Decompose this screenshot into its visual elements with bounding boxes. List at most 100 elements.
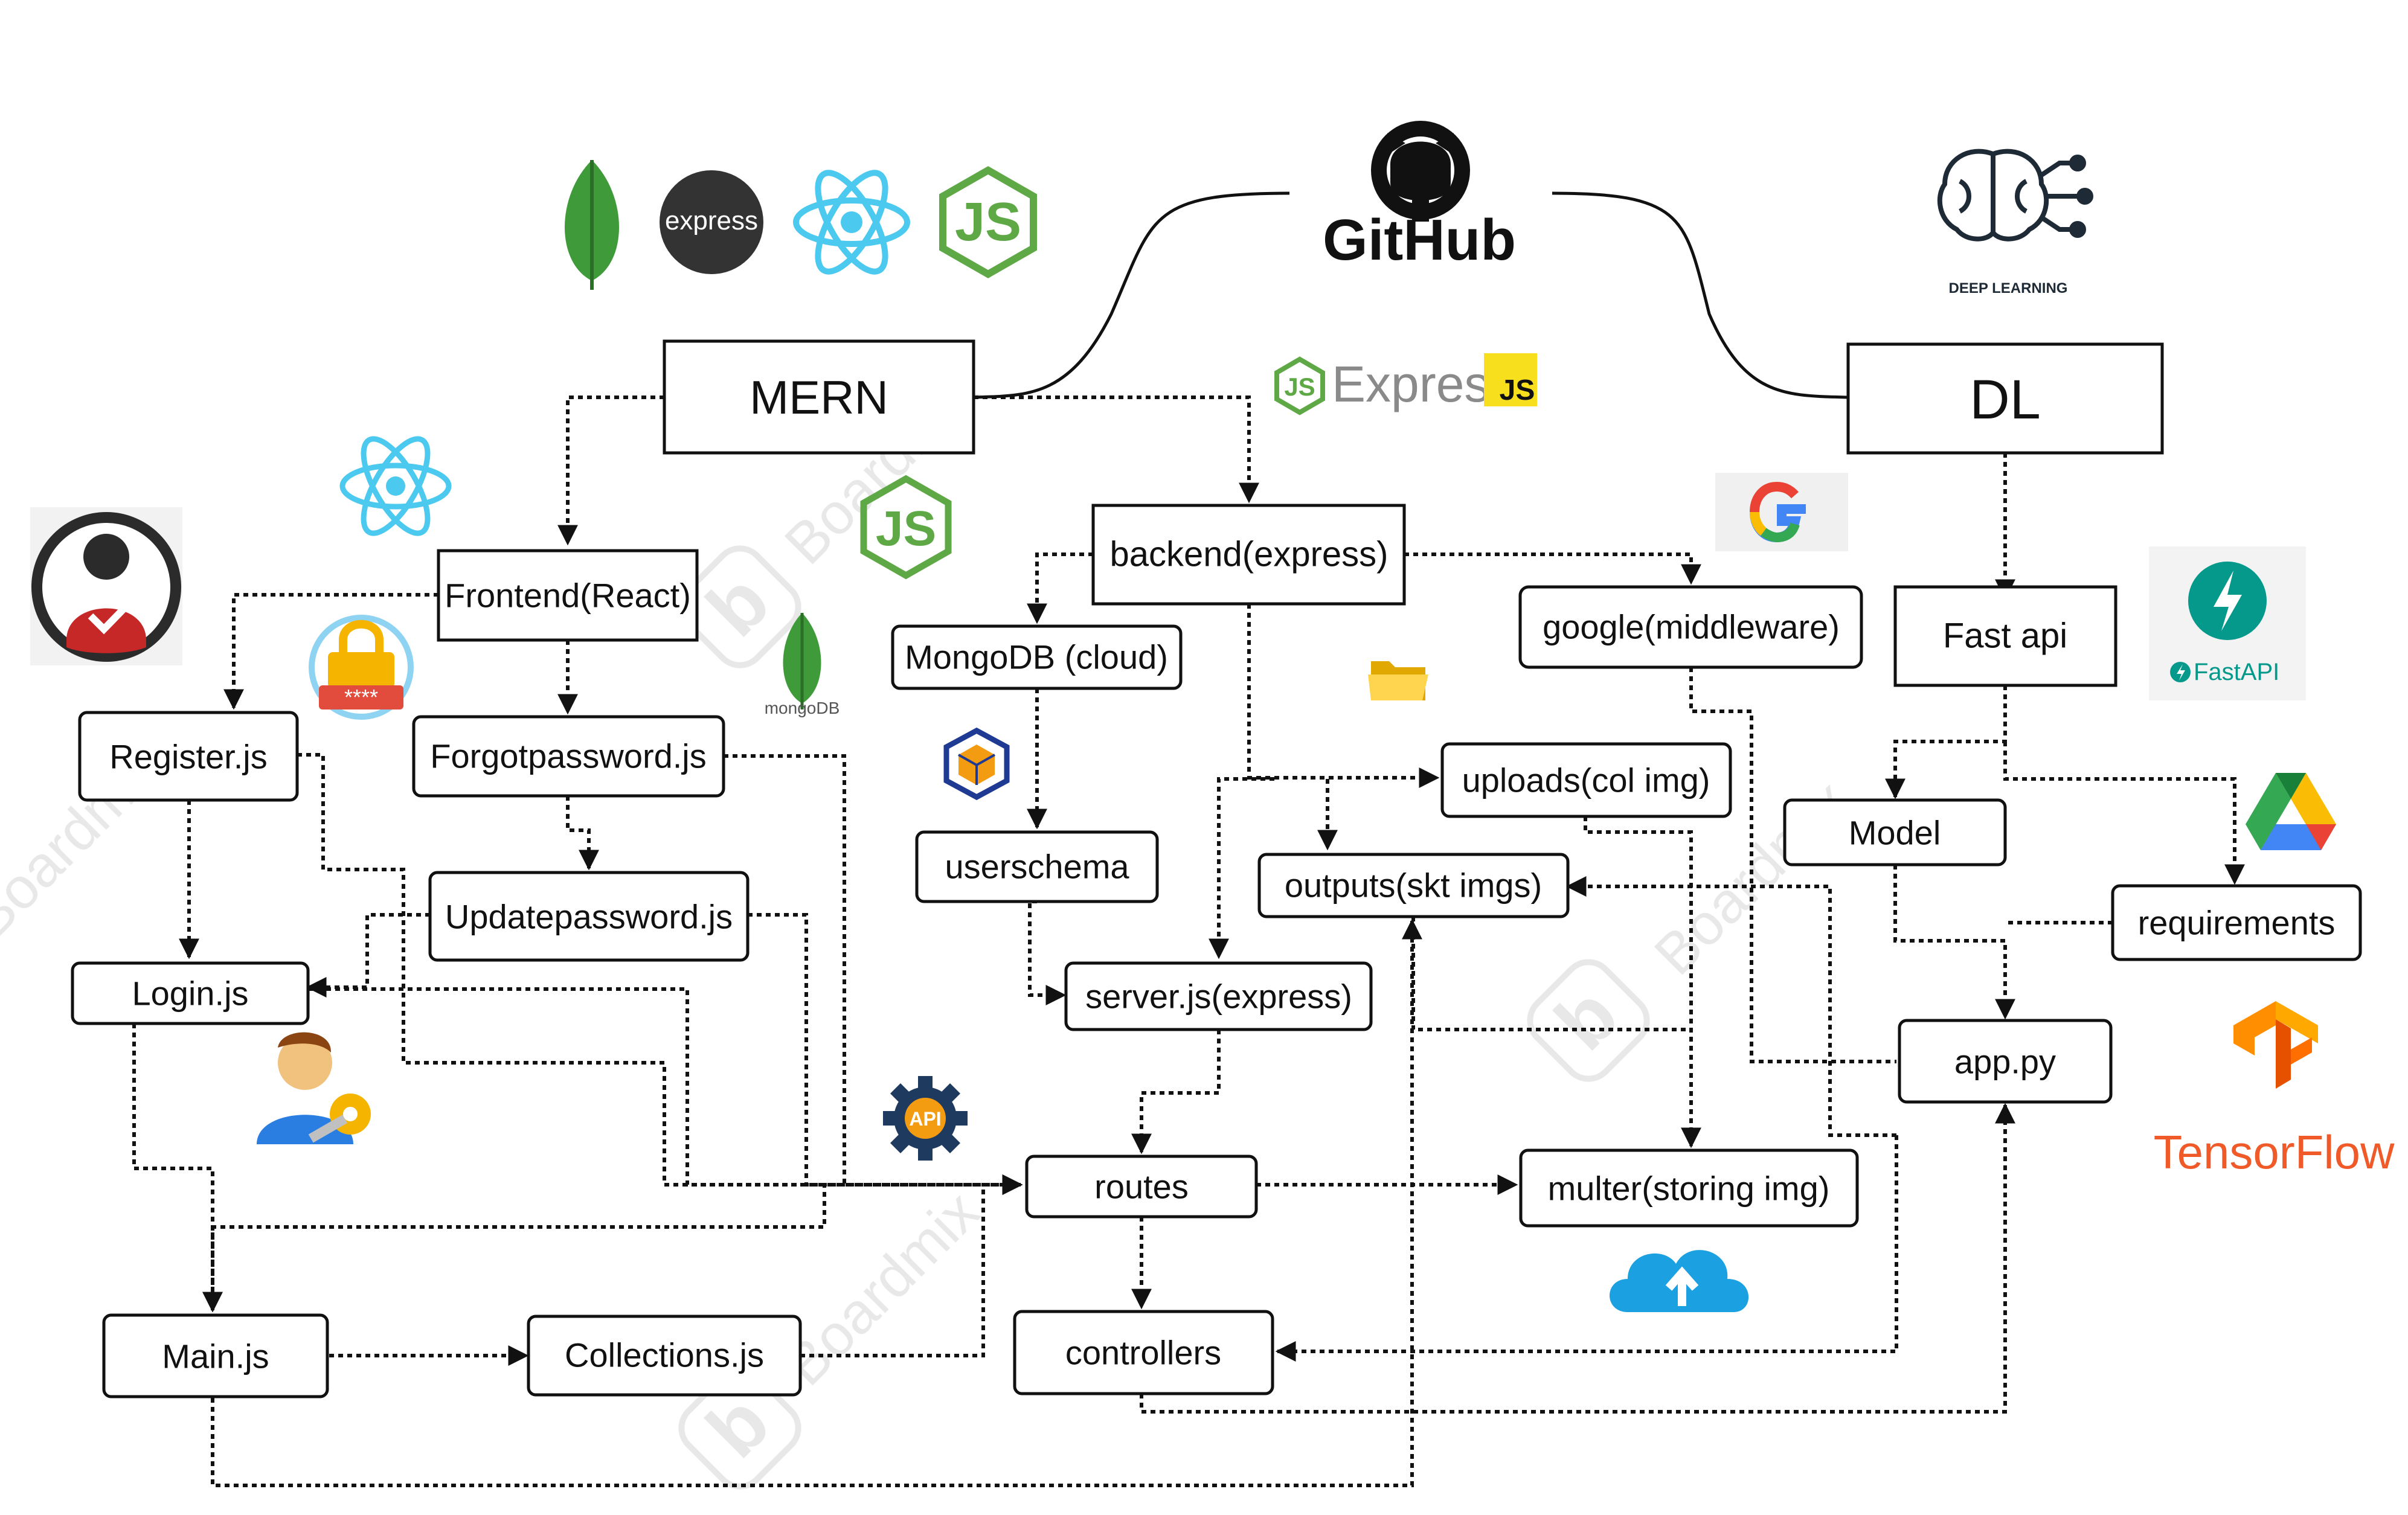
connector <box>223 593 438 710</box>
node-label: Updatepassword.js <box>445 898 733 936</box>
connector <box>557 396 664 546</box>
node-requirements[interactable]: requirements <box>2111 884 2362 961</box>
node-label: MERN <box>750 371 888 424</box>
node-uploads[interactable]: uploads(col img) <box>1440 742 1732 818</box>
connector <box>748 913 1023 1195</box>
nodejs-hexagon-icon: JS <box>860 475 952 580</box>
node-label: Forgotpassword.js <box>430 737 707 775</box>
connector <box>1404 553 1701 585</box>
node-label: app.py <box>1954 1043 2056 1081</box>
node-label: Main.js <box>162 1337 269 1376</box>
express-badge-text: express <box>665 206 758 235</box>
node-controllers[interactable]: controllers <box>1013 1310 1274 1395</box>
github-octocat-icon <box>1371 121 1470 222</box>
node-mern[interactable]: MERN <box>663 339 975 455</box>
nodejs-hexagon-icon: JS <box>939 166 1037 278</box>
password-lock-icon: **** <box>309 615 414 720</box>
node-register[interactable]: Register.js <box>78 711 299 802</box>
node-mainjs[interactable]: Main.js <box>102 1313 329 1398</box>
node-model[interactable]: Model <box>1783 798 2007 866</box>
connector <box>1565 876 1896 1137</box>
connector <box>724 754 1023 1195</box>
connector-group <box>132 396 2245 1487</box>
connector <box>202 1183 844 1313</box>
connector <box>306 913 430 998</box>
connector <box>566 796 599 871</box>
connector <box>211 918 1422 1487</box>
connector <box>1209 777 1274 959</box>
node-mongodb[interactable]: MongoDB (cloud) <box>891 624 1183 690</box>
api-gear-icon: API <box>883 1076 968 1161</box>
cloud-upload-icon <box>1610 1250 1749 1312</box>
connector <box>1131 1030 1221 1155</box>
node-label: Fast api <box>1943 617 2067 656</box>
connector <box>2003 741 2245 885</box>
github-to-dl-curve <box>1552 191 1849 399</box>
node-multer[interactable]: multer(storing img) <box>1519 1148 1859 1228</box>
connector <box>1028 900 1067 1005</box>
svg-text:JS: JS <box>876 501 936 556</box>
node-label: requirements <box>2138 904 2336 942</box>
node-label: Register.js <box>109 738 267 776</box>
node-label: userschema <box>945 848 1129 886</box>
node-dl[interactable]: DL <box>1846 342 2164 455</box>
fastapi-logo-icon: FastAPI <box>2149 546 2306 700</box>
node-label: backend(express) <box>1110 535 1389 574</box>
node-server[interactable]: server.js(express) <box>1064 961 1373 1031</box>
connector <box>1027 553 1093 624</box>
node-label: multer(storing img) <box>1548 1170 1830 1208</box>
connector <box>800 1174 1023 1357</box>
node-frontend[interactable]: Frontend(React) <box>437 549 699 642</box>
api-gear-label: API <box>909 1108 941 1130</box>
brain-icon <box>1937 149 2093 242</box>
node-label: server.js(express) <box>1085 978 1352 1016</box>
node-label: routes <box>1094 1168 1189 1206</box>
js-badge-text: JS <box>1500 374 1535 406</box>
github-wordmark: GitHub <box>1323 208 1516 272</box>
connector <box>1275 1135 1898 1362</box>
node-label: Login.js <box>132 975 248 1013</box>
node-label: MongoDB (cloud) <box>905 638 1168 676</box>
node-userschema[interactable]: userschema <box>915 830 1159 903</box>
connector <box>974 396 1259 504</box>
node-outputs[interactable]: outputs(skt imgs) <box>1257 853 1570 918</box>
node-updatepassword[interactable]: Updatepassword.js <box>428 871 750 962</box>
node-label: uploads(col img) <box>1462 761 1710 799</box>
github-to-mern-curve <box>973 191 1290 399</box>
deep-learning-caption: DEEP LEARNING <box>1949 280 2068 296</box>
mongodb-small-icon <box>783 613 821 709</box>
node-collections[interactable]: Collections.js <box>527 1315 802 1397</box>
watermark-text: Boardmix <box>772 1179 991 1397</box>
node-fastapi[interactable]: Fast api <box>1893 585 2117 687</box>
react-atom-icon <box>339 436 452 536</box>
google-drive-icon <box>2246 773 2336 850</box>
node-label: outputs(skt imgs) <box>1285 866 1542 905</box>
connector <box>297 753 1023 1195</box>
tensorflow-label: TensorFlow <box>2154 1126 2395 1179</box>
node-label: Model <box>1849 814 1941 852</box>
node-label: google(middleware) <box>1543 608 1840 646</box>
folder-icon <box>1368 661 1428 700</box>
node-express-logo-icon: JS Express JS <box>1274 353 1537 415</box>
connector <box>1689 667 1896 1063</box>
connector <box>1893 865 2015 1020</box>
node-apppy[interactable]: app.py <box>1898 1019 2113 1104</box>
node-google[interactable]: google(middleware) <box>1518 585 1863 669</box>
node-label: DL <box>1970 369 2041 431</box>
mongodb-leaf-icon <box>565 160 619 290</box>
cube-icon <box>943 727 1010 801</box>
user-key-icon <box>257 1032 371 1144</box>
user-verified-icon <box>30 507 182 665</box>
node-login[interactable]: Login.js <box>71 961 310 1025</box>
watermark-logo: b <box>1527 959 1650 1082</box>
node-backend[interactable]: backend(express) <box>1091 504 1406 606</box>
node-routes[interactable]: routes <box>1025 1155 1258 1219</box>
svg-text:JS: JS <box>955 192 1021 252</box>
connector <box>1584 816 1701 1148</box>
connector <box>1885 685 2007 799</box>
connector <box>1247 604 1338 851</box>
node-forgot[interactable]: Forgotpassword.js <box>412 715 725 798</box>
connector <box>132 1023 223 1313</box>
